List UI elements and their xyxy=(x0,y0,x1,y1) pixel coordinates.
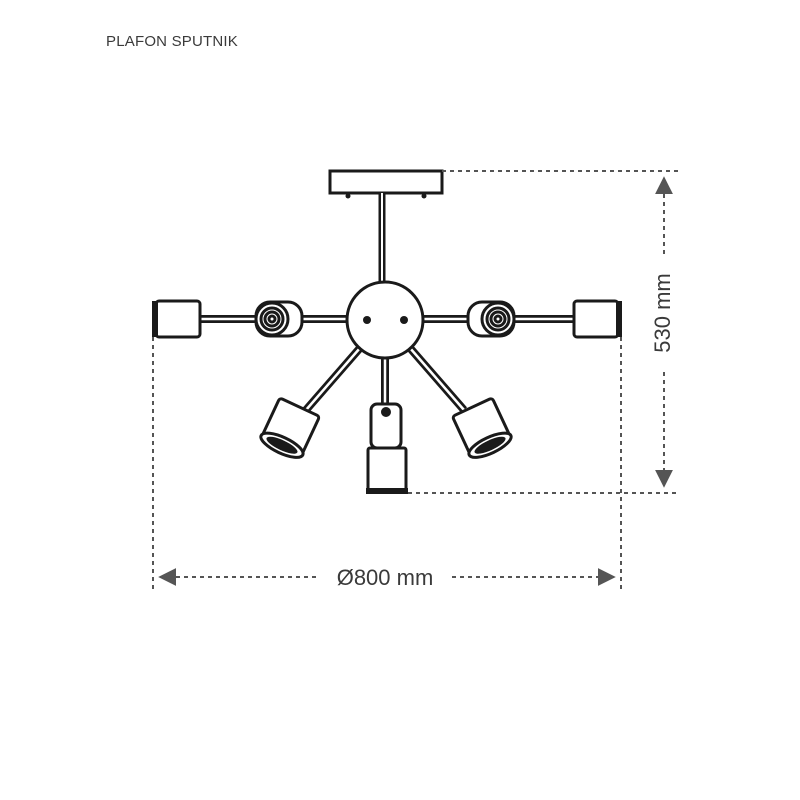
central-hub xyxy=(345,280,425,360)
height-label: 530 mm xyxy=(650,273,675,352)
shade-front-right xyxy=(466,300,516,338)
shade-lower-left xyxy=(259,397,321,459)
lamp-fixture xyxy=(152,169,622,494)
diameter-dimension: Ø800 mm xyxy=(158,565,616,590)
shade-front-left xyxy=(254,300,304,338)
shade-far-left xyxy=(152,299,202,339)
shade-bottom-center xyxy=(366,402,408,494)
shade-lower-right xyxy=(451,397,513,459)
product-title: PLAFON SPUTNIK xyxy=(106,33,238,50)
diameter-label: Ø800 mm xyxy=(337,565,434,590)
height-dimension: 530 mm xyxy=(650,176,675,488)
ceiling-canopy xyxy=(328,169,444,195)
shade-far-right xyxy=(572,299,622,339)
dimension-lines xyxy=(152,170,680,590)
